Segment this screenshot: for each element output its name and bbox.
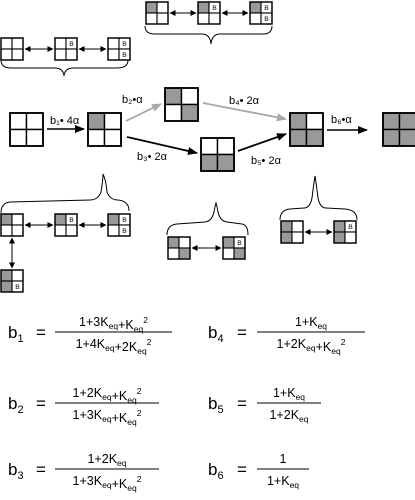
numerator: 1+2Keq+Keq2	[73, 386, 142, 405]
bound-label: B	[264, 16, 269, 23]
equals-sign: =	[237, 460, 247, 479]
denominator: 1+3Keq+Keq2	[73, 408, 142, 427]
eq-empty-a	[0, 37, 24, 61]
eq-top-a	[145, 1, 169, 25]
equals-sign: =	[36, 394, 46, 413]
arrows-layer	[9, 10, 368, 269]
bound-label: B	[15, 284, 20, 291]
numerator: 1+Keq	[273, 386, 305, 402]
arrow-b2	[125, 103, 162, 122]
brace-one	[144, 25, 273, 45]
edge-label-b3: b₃• 2α	[137, 151, 168, 163]
brace-two-diagonal	[0, 173, 130, 214]
state-two-diagonal	[164, 87, 199, 122]
eq-left-b: B	[54, 213, 78, 237]
eq-mid-a	[167, 236, 191, 260]
equals-sign: =	[237, 394, 247, 413]
equals-sign: =	[36, 460, 46, 479]
eq-empty-c: BB	[107, 37, 131, 61]
edge-label-b6: b₆•α	[331, 114, 352, 126]
denominator: 1+2Keq	[269, 408, 308, 424]
bound-label: B	[122, 217, 127, 224]
equation-lhs: b4	[208, 323, 224, 345]
denominator: 1+3Keq+Keq2	[73, 474, 142, 493]
edge-label-b2: b₂•α	[122, 94, 143, 106]
equation-b5: b5 = 1+Keq 1+2Keq	[208, 386, 321, 424]
equals-sign: =	[36, 323, 46, 342]
equation-lhs: b6	[208, 460, 224, 482]
state-two-adjacent	[200, 137, 235, 172]
denominator: 1+2Keq+Keq2	[277, 337, 346, 356]
denominator: 1+4Keq+2Keq2	[76, 337, 152, 356]
equation-lhs: b5	[208, 394, 224, 416]
eq-left-c: BB	[107, 213, 131, 237]
eq-left-d: B	[0, 269, 24, 293]
eq-top-c: BB	[249, 1, 273, 25]
state-four-shaded	[382, 112, 415, 147]
equation-b6: b6 = 1 1+Keq	[208, 452, 309, 490]
equation-lhs: b1	[8, 323, 24, 345]
equation-b1: b1 = 1+3Keq+Keq2 1+4Keq+2Keq2	[8, 315, 172, 356]
arrow-b5	[237, 133, 287, 152]
bound-label: B	[264, 5, 269, 12]
state-one-shaded	[87, 112, 122, 147]
eq-mid-b: B	[222, 236, 246, 260]
edge-label-b4: b₄• 2α	[229, 95, 260, 107]
equations-layer: b1 = 1+3Keq+Keq2 1+4Keq+2Keq2 b2 = 1+2Keq+Keq2…	[8, 315, 365, 493]
eq-right-b: B	[333, 220, 357, 244]
numerator: 1+2Keq	[87, 452, 126, 468]
numerator: 1	[280, 452, 287, 466]
equation-lhs: b3	[8, 460, 24, 482]
bound-label: B	[237, 240, 242, 247]
equation-b2: b2 = 1+2Keq+Keq2 1+3Keq+Keq2	[8, 386, 159, 427]
arrow-b3	[126, 136, 198, 155]
equation-b4: b4 = 1+Keq 1+2Keq+Keq2	[208, 315, 365, 356]
bound-label: B	[69, 217, 74, 224]
eq-right-a	[280, 220, 304, 244]
equation-lhs: b2	[8, 394, 24, 416]
arrow-b4	[202, 102, 287, 122]
equation-b3: b3 = 1+2Keq 1+3Keq+Keq2	[8, 452, 159, 493]
bound-label: B	[348, 224, 353, 231]
eq-left-a	[0, 213, 24, 237]
state-empty	[9, 112, 44, 147]
brace-two-diag-small	[166, 201, 249, 236]
equals-sign: =	[237, 323, 247, 342]
brace-empty	[0, 59, 129, 77]
eq-empty-b: B	[54, 37, 78, 61]
bound-label: B	[212, 5, 217, 12]
bound-label: B	[122, 41, 127, 48]
bound-label: B	[122, 228, 127, 235]
bound-label: B	[122, 52, 127, 59]
brace-three	[279, 175, 358, 221]
denominator: 1+Keq	[267, 474, 299, 490]
edge-label-b1: b₁• 4α	[50, 115, 80, 127]
bound-label: B	[69, 41, 74, 48]
state-three-shaded	[289, 112, 324, 147]
braces-layer	[0, 25, 358, 236]
numerator: 1+3Keq+Keq2	[79, 315, 148, 334]
numerator: 1+Keq	[295, 315, 327, 331]
edge-label-b5: b₅• 2α	[251, 155, 282, 167]
edge-labels-layer: b₁• 4α b₂•α b₃• 2α b₄• 2α b₅• 2α b₆•α	[50, 94, 352, 167]
eq-top-b: B	[197, 1, 221, 25]
